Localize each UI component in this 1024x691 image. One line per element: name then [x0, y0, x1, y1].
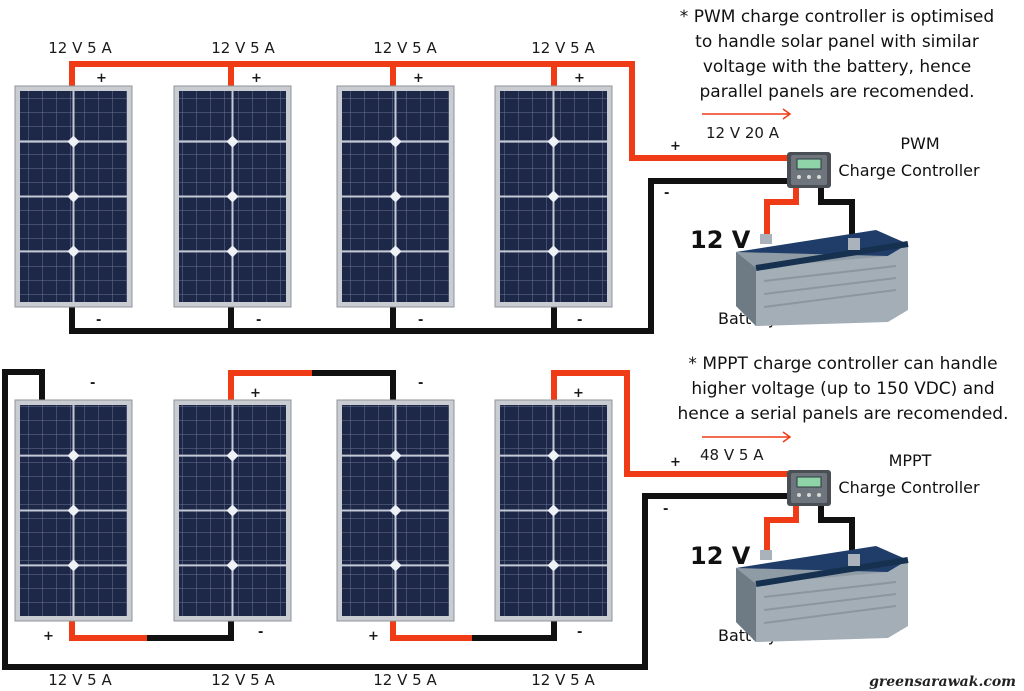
- top-current-label: 12 V 20 A: [706, 124, 780, 142]
- bottom-battery-icon: [736, 546, 909, 642]
- bottom-minus-3: -: [418, 376, 423, 391]
- top-panel-label-1: 12 V 5 A: [48, 39, 112, 57]
- bottom-link-3-4: [390, 619, 478, 641]
- bottom-wires: [2, 369, 855, 670]
- top-note: * PWM charge controller is optimised to …: [680, 7, 994, 102]
- bottom-controller-subtitle: Charge Controller: [838, 478, 980, 497]
- bottom-solar-panel-3: [336, 399, 455, 622]
- top-minus-4: -: [577, 313, 582, 328]
- top-positive-bus: [69, 61, 793, 161]
- bottom-plus-3: +: [368, 629, 379, 644]
- bottom-note-line-3: hence a serial panels are recomended.: [678, 404, 1009, 424]
- top-battery-voltage: 12 V: [690, 226, 751, 254]
- top-controller-plus: +: [670, 139, 681, 154]
- top-note-line-3: voltage with the battery, hence: [703, 57, 971, 77]
- top-negative-bus: [69, 178, 793, 334]
- bottom-positive-main: [551, 370, 793, 477]
- top-note-line-1: * PWM charge controller is optimised: [680, 7, 994, 27]
- bottom-panel-label-2: 12 V 5 A: [211, 671, 275, 689]
- bottom-plus-2: +: [250, 386, 261, 401]
- bottom-controller-title: MPPT: [889, 451, 932, 470]
- bottom-note: * MPPT charge controller can handle high…: [678, 354, 1009, 424]
- top-wires: [69, 61, 855, 334]
- mppt-controller-icon: [787, 470, 831, 506]
- top-plus-1: +: [96, 71, 107, 86]
- top-controller-title: PWM: [900, 134, 939, 153]
- top-current-arrow: [702, 108, 792, 120]
- top-note-line-4: parallel panels are recomended.: [699, 82, 974, 102]
- top-minus-3: -: [418, 313, 423, 328]
- pwm-controller-icon: [787, 152, 831, 188]
- bottom-plus-1: +: [43, 629, 54, 644]
- top-controller-minus: -: [664, 186, 669, 201]
- bottom-minus-2: -: [258, 625, 263, 640]
- bottom-current-arrow: [702, 431, 792, 443]
- bottom-panel-label-1: 12 V 5 A: [48, 671, 112, 689]
- top-battery-icon: [736, 230, 909, 326]
- bottom-current-label: 48 V 5 A: [700, 446, 764, 464]
- bottom-solar-panel-2: [173, 399, 292, 622]
- top-note-line-2: to handle solar panel with similar: [695, 32, 979, 52]
- top-minus-2: -: [256, 313, 261, 328]
- top-solar-panel-2: [173, 85, 292, 308]
- bottom-negative-main: [2, 369, 793, 670]
- top-controller-subtitle: Charge Controller: [838, 161, 980, 180]
- solar-panels: [14, 85, 613, 622]
- top-minus-1: -: [96, 313, 101, 328]
- top-panel-label-2: 12 V 5 A: [211, 39, 275, 57]
- top-panel-label-3: 12 V 5 A: [373, 39, 437, 57]
- bottom-signs: - + - + + - + - + -: [43, 376, 681, 644]
- top-solar-panel-3: [336, 85, 455, 308]
- top-panel-labels: 12 V 5 A 12 V 5 A 12 V 5 A 12 V 5 A: [48, 39, 595, 57]
- bottom-panel-label-3: 12 V 5 A: [373, 671, 437, 689]
- bottom-link-3-4b: [472, 619, 557, 641]
- top-signs: + + + + - - - - + -: [96, 71, 681, 328]
- bottom-link-2-3: [228, 370, 318, 404]
- bottom-solar-panel-4: [494, 399, 613, 622]
- watermark: greensarawak.com: [869, 674, 1016, 690]
- bottom-solar-panel-1: [14, 399, 133, 622]
- bottom-panel-label-4: 12 V 5 A: [531, 671, 595, 689]
- bottom-link-2-3b: [312, 370, 396, 404]
- bottom-link-1-2: [69, 619, 153, 641]
- bottom-battery-positive: [764, 504, 799, 555]
- bottom-note-line-2: higher voltage (up to 150 VDC) and: [691, 379, 994, 399]
- bottom-battery-voltage: 12 V: [690, 542, 751, 570]
- top-battery-positive: [764, 187, 799, 239]
- bottom-panel-labels: 12 V 5 A 12 V 5 A 12 V 5 A 12 V 5 A: [48, 671, 595, 689]
- top-plus-4: +: [574, 71, 585, 86]
- bottom-plus-4: +: [573, 386, 584, 401]
- bottom-battery-negative: [818, 504, 855, 559]
- bottom-controller-minus: -: [663, 502, 668, 517]
- top-plus-2: +: [251, 71, 262, 86]
- bottom-link-1-2b: [147, 619, 234, 641]
- top-solar-panel-1: [14, 85, 133, 308]
- bottom-controller-plus: +: [670, 455, 681, 470]
- bottom-note-line-1: * MPPT charge controller can handle: [688, 354, 997, 374]
- bottom-minus-1: -: [90, 376, 95, 391]
- top-battery-negative: [818, 187, 855, 243]
- top-plus-3: +: [413, 71, 424, 86]
- top-panel-label-4: 12 V 5 A: [531, 39, 595, 57]
- top-solar-panel-4: [494, 85, 613, 308]
- bottom-minus-4: -: [577, 625, 582, 640]
